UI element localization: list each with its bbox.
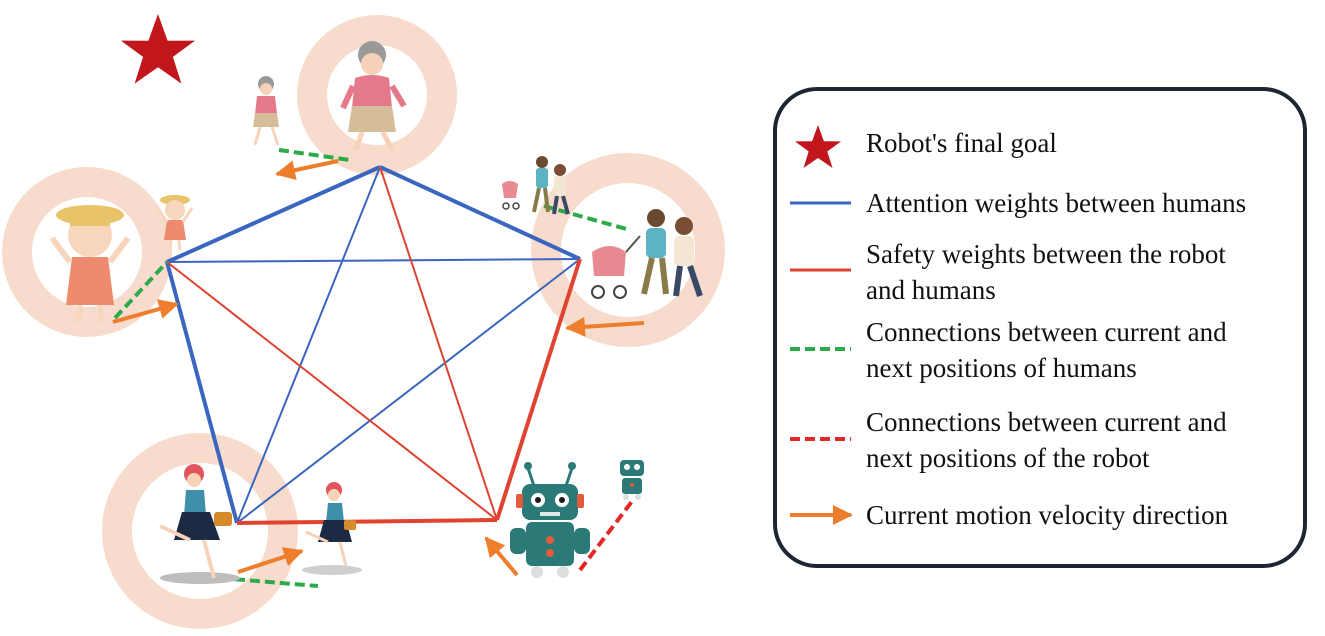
- elderly-woman-next-icon: [253, 76, 280, 146]
- family-next-icon: [502, 156, 570, 215]
- human-zones: [2, 15, 725, 629]
- robot-next-icon: [620, 460, 644, 500]
- attention-weights: [165, 165, 581, 524]
- legend-safety-label-line1: Safety weights between the robot: [866, 239, 1226, 269]
- goal-star-icon: [120, 14, 196, 84]
- running-woman-zone: [102, 433, 298, 629]
- legend-velocity-label: Current motion velocity direction: [866, 500, 1229, 530]
- legend-safety-label-line2: and humans: [866, 275, 996, 305]
- legend-human-next-label-line1: Connections between current and: [866, 317, 1227, 347]
- legend-human-next-label-line2: next positions of humans: [866, 353, 1137, 383]
- elderly-woman-icon: [340, 41, 407, 152]
- girl-zone: [2, 167, 172, 337]
- legend-box: [773, 87, 1307, 568]
- elderly-woman-zone: [297, 15, 457, 175]
- legend-robot-next-label-line1: Connections between current and: [866, 407, 1227, 437]
- girl-next-icon: [156, 195, 194, 251]
- family-zone: [531, 153, 725, 347]
- safety-weights: [166, 166, 582, 525]
- running-woman-next-icon: [302, 482, 362, 575]
- legend-goal-label: Robot's final goal: [866, 128, 1057, 158]
- running-woman-icon: [159, 464, 240, 584]
- girl-icon: [49, 205, 131, 323]
- robot-icon: [510, 462, 590, 578]
- velocity-arrows: [112, 159, 645, 577]
- legend-robot-next-label-line2: next positions of the robot: [866, 443, 1150, 473]
- legend-attention-label: Attention weights between humans: [866, 188, 1247, 218]
- family-stroller-icon: [591, 209, 703, 299]
